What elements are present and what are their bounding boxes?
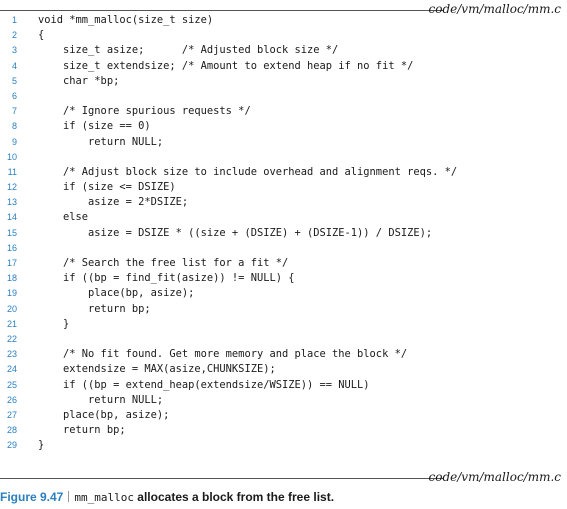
line-code: if (size == 0) — [38, 120, 151, 133]
code-line: 29} — [0, 438, 567, 453]
line-number: 18 — [6, 273, 17, 284]
line-code — [17, 89, 38, 104]
code-line: 20 return bp; — [0, 302, 567, 317]
code-line: 10 — [0, 150, 567, 165]
line-number: 5 — [11, 75, 17, 86]
line-number: 24 — [6, 364, 17, 375]
code-line: 14 else — [0, 210, 567, 225]
line-code: if ((bp = extend_heap(extendsize/WSIZE))… — [38, 378, 370, 391]
line-number: 23 — [6, 349, 17, 360]
line-code: /* Adjust block size to include overhead… — [38, 165, 458, 178]
line-number: 10 — [6, 151, 17, 162]
line-number: 26 — [6, 394, 17, 405]
line-number: 6 — [11, 90, 17, 101]
line-number: 22 — [6, 333, 17, 344]
line-code: /* No fit found. Get more memory and pla… — [38, 348, 408, 361]
line-code: char *bp; — [38, 74, 120, 87]
line-code: } — [38, 317, 70, 330]
line-number: 27 — [6, 409, 17, 420]
code-line: 8 if (size == 0) — [0, 119, 567, 134]
line-code — [17, 332, 38, 347]
line-code: /* Search the free list for a fit */ — [38, 257, 289, 269]
code-line: 6 — [0, 89, 567, 104]
code-line: 3 size_t asize; /* Adjusted block size *… — [0, 43, 567, 58]
code-line: 12 if (size <= DSIZE) — [0, 180, 567, 195]
code-line: 21 } — [0, 317, 567, 332]
line-number: 14 — [6, 212, 17, 223]
line-code: } — [38, 439, 45, 452]
code-line: 4 size_t extendsize; /* Amount to extend… — [0, 59, 567, 74]
bottom-file-label: code/vm/malloc/mm.c — [428, 470, 561, 484]
line-number: 8 — [11, 121, 17, 132]
line-code: size_t asize; /* Adjusted block size */ — [38, 44, 339, 57]
code-line: 1 void *mm_malloc(size_t size) — [0, 13, 567, 28]
line-number: 11 — [7, 166, 17, 177]
code-line: 15 asize = DSIZE * ((size + (DSIZE) + (D… — [0, 226, 567, 241]
code-line: 13 asize = 2*DSIZE; — [0, 195, 567, 210]
top-rule — [0, 10, 444, 11]
figure-caption: Figure 9.47 mm_malloc allocates a block f… — [0, 490, 334, 505]
line-code: extendsize = MAX(asize,CHUNKSIZE); — [38, 363, 276, 376]
code-line: 26 return NULL; — [0, 393, 567, 408]
caption-function-name: mm_malloc — [74, 491, 134, 504]
line-number: 20 — [6, 303, 17, 314]
caption-text: allocates a block from the free list. — [133, 490, 335, 504]
code-line: 27 place(bp, asize); — [0, 408, 567, 423]
line-number: 7 — [11, 106, 17, 117]
code-line: 5 char *bp; — [0, 74, 567, 89]
line-number: 1 — [11, 15, 17, 25]
line-code: return NULL; — [38, 135, 164, 148]
line-code: return NULL; — [38, 393, 164, 406]
code-line: 17 /* Search the free list for a fit */ — [0, 256, 567, 271]
code-line: 11 /* Adjust block size to include overh… — [0, 165, 567, 180]
code-line: 28 return bp; — [0, 423, 567, 438]
line-code: else — [38, 211, 89, 224]
line-number: 16 — [6, 242, 17, 253]
figure-number: Figure 9.47 — [0, 490, 64, 504]
line-code: asize = 2*DSIZE; — [38, 196, 189, 209]
code-line: 23 /* No fit found. Get more memory and … — [0, 347, 567, 362]
line-code: if (size <= DSIZE) — [38, 181, 176, 194]
line-number: 25 — [6, 379, 17, 390]
line-code: place(bp, asize); — [38, 287, 195, 300]
line-number: 29 — [6, 440, 17, 451]
line-code: if ((bp = find_fit(asize)) != NULL) { — [38, 272, 295, 285]
line-number: 3 — [11, 45, 17, 56]
line-number: 19 — [6, 288, 17, 299]
line-number: 17 — [6, 258, 17, 268]
line-number: 15 — [6, 227, 17, 238]
code-line: 16 — [0, 241, 567, 256]
code-line: 18 if ((bp = find_fit(asize)) != NULL) { — [0, 271, 567, 286]
bottom-rule — [0, 478, 444, 479]
line-code: { — [38, 29, 45, 42]
code-line: 19 place(bp, asize); — [0, 286, 567, 301]
code-line: 7 /* Ignore spurious requests */ — [0, 104, 567, 119]
line-number: 9 — [11, 136, 17, 147]
line-code: size_t extendsize; /* Amount to extend h… — [38, 59, 414, 72]
code-line: 24 extendsize = MAX(asize,CHUNKSIZE); — [0, 362, 567, 377]
line-code: place(bp, asize); — [38, 408, 170, 421]
line-code — [17, 150, 38, 165]
line-code: return bp; — [38, 302, 151, 315]
code-line: 25 if ((bp = extend_heap(extendsize/WSIZ… — [0, 378, 567, 393]
code-line: 2{ — [0, 28, 567, 43]
line-number: 13 — [6, 197, 17, 208]
line-code — [17, 241, 38, 256]
line-number: 21 — [6, 318, 17, 329]
line-code: return bp; — [38, 424, 126, 437]
line-code: asize = DSIZE * ((size + (DSIZE) + (DSIZ… — [38, 226, 433, 239]
line-number: 12 — [6, 182, 17, 193]
line-code: void *mm_malloc(size_t size) — [38, 14, 214, 26]
line-number: 28 — [6, 425, 17, 436]
line-code: /* Ignore spurious requests */ — [38, 105, 251, 118]
code-line: 9 return NULL; — [0, 135, 567, 150]
line-number: 4 — [11, 60, 17, 71]
caption-separator — [68, 491, 70, 502]
top-file-label: code/vm/malloc/mm.c — [428, 2, 561, 16]
code-line: 22 — [0, 332, 567, 347]
line-number: 2 — [11, 30, 17, 41]
